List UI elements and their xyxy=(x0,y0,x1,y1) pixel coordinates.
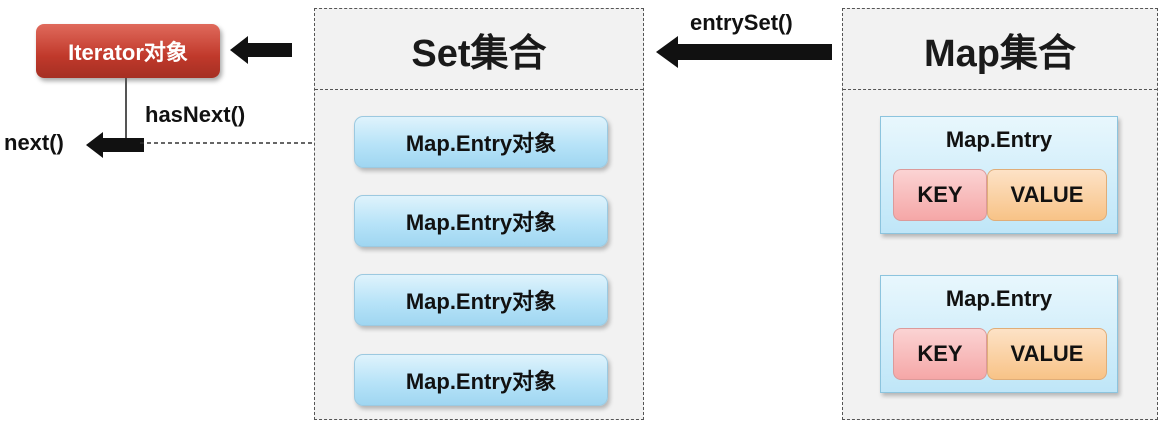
set-entry-2: Map.Entry对象 xyxy=(354,195,608,247)
key-cell: KEY xyxy=(893,169,987,221)
arrow-entry-set xyxy=(656,36,832,68)
set-entry-4: Map.Entry对象 xyxy=(354,354,608,406)
has-next-label: hasNext() xyxy=(145,102,246,127)
map-entry-2: Map.Entry KEY VALUE xyxy=(880,275,1118,393)
map-entry-title: Map.Entry xyxy=(945,286,1053,311)
arrow-next xyxy=(86,132,144,158)
key-cell: KEY xyxy=(893,328,987,380)
arrow-to-iterator xyxy=(230,36,292,64)
map-entry-1: Map.Entry KEY VALUE xyxy=(880,116,1118,234)
iterator-box: Iterator对象 xyxy=(36,24,220,78)
value-cell: VALUE xyxy=(987,169,1107,221)
set-title: Set集合 xyxy=(315,9,643,90)
map-title: Map集合 xyxy=(843,9,1157,90)
iterator-label: Iterator对象 xyxy=(68,40,188,65)
set-entry-3: Map.Entry对象 xyxy=(354,274,608,326)
iterator-connector xyxy=(125,78,127,142)
value-cell: VALUE xyxy=(987,328,1107,380)
map-entry-title: Map.Entry xyxy=(945,127,1053,152)
set-entry-1: Map.Entry对象 xyxy=(354,116,608,168)
next-label: next() xyxy=(4,130,64,155)
entry-set-label: entrySet() xyxy=(690,10,793,35)
